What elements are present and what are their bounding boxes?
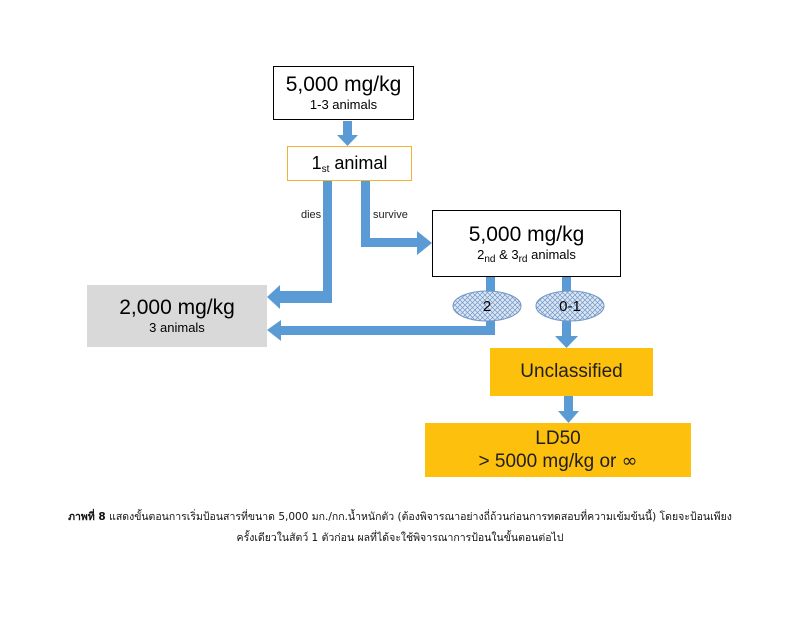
start-dose-box: 5,000 mg/kg 1-3 animals <box>273 66 414 120</box>
oval-shape-two <box>452 290 522 322</box>
figure-caption: ภาพที่ 8 แสดงขั้นตอนการเริ่มป้อนสารที่ขน… <box>20 507 780 549</box>
low-dose-count: 3 animals <box>149 320 205 335</box>
arrow-start-to-first <box>337 121 358 146</box>
low-dose-box: 2,000 mg/kg 3 animals <box>87 285 267 347</box>
unclassified-box: Unclassified <box>490 348 653 396</box>
low-dose: 2,000 mg/kg <box>119 296 235 319</box>
third-suffix: rd <box>518 253 528 265</box>
caption-line-1: ภาพที่ 8 แสดงขั้นตอนการเริ่มป้อนสารที่ขน… <box>20 507 780 528</box>
start-dose: 5,000 mg/kg <box>285 73 402 96</box>
first-ordinal-suffix: st <box>321 164 330 175</box>
first-animal-text: 1st animal <box>311 153 388 175</box>
caption-line-2: ครั้งเดียวในสัตว์ 1 ตัวก่อน ผลที่ได้จะใช… <box>236 532 564 544</box>
caption-text-1: แสดงขั้นตอนการเริ่มป้อนสารที่ขนาด 5,000 … <box>105 511 732 523</box>
oval-zero-one-deaths: 0-1 <box>559 297 581 315</box>
arrow-dies <box>267 181 332 309</box>
first-ordinal-num: 1 <box>311 153 322 173</box>
unclassified-label: Unclassified <box>520 361 623 382</box>
edge-label-survive: survive <box>373 209 408 221</box>
second-third-label-line: 2nd & 3rd animals <box>477 247 576 265</box>
arrow-to-ld50 <box>558 396 579 423</box>
second-suffix: nd <box>484 253 496 265</box>
first-animal-label: animal <box>334 153 388 173</box>
caption-figure-number: ภาพที่ 8 <box>68 511 106 523</box>
ld50-value: > 5000 mg/kg or <box>478 450 617 472</box>
second-third-dose-box: 5,000 mg/kg 2nd & 3rd animals <box>432 210 621 277</box>
start-count: 1-3 animals <box>309 97 378 112</box>
edge-label-dies: dies <box>301 209 322 221</box>
ld50-title: LD50 <box>535 427 581 449</box>
arrow-survive <box>361 181 432 255</box>
oval-two-deaths: 2 <box>482 297 492 315</box>
ampersand: & <box>499 246 508 262</box>
ld50-box: LD50 > 5000 mg/kg or ∞ <box>425 423 691 477</box>
first-animal-box: 1st animal <box>287 146 412 181</box>
arrow-two-deaths <box>267 277 495 341</box>
ld50-value-line: > 5000 mg/kg or ∞ <box>479 450 638 473</box>
animals-label: animals <box>531 246 576 262</box>
second-num: 2 <box>477 246 485 262</box>
third-num: 3 <box>511 246 519 262</box>
infinity-symbol: ∞ <box>621 449 638 472</box>
second-dose: 5,000 mg/kg <box>468 222 585 246</box>
oval-shape-zero-one <box>535 290 605 322</box>
